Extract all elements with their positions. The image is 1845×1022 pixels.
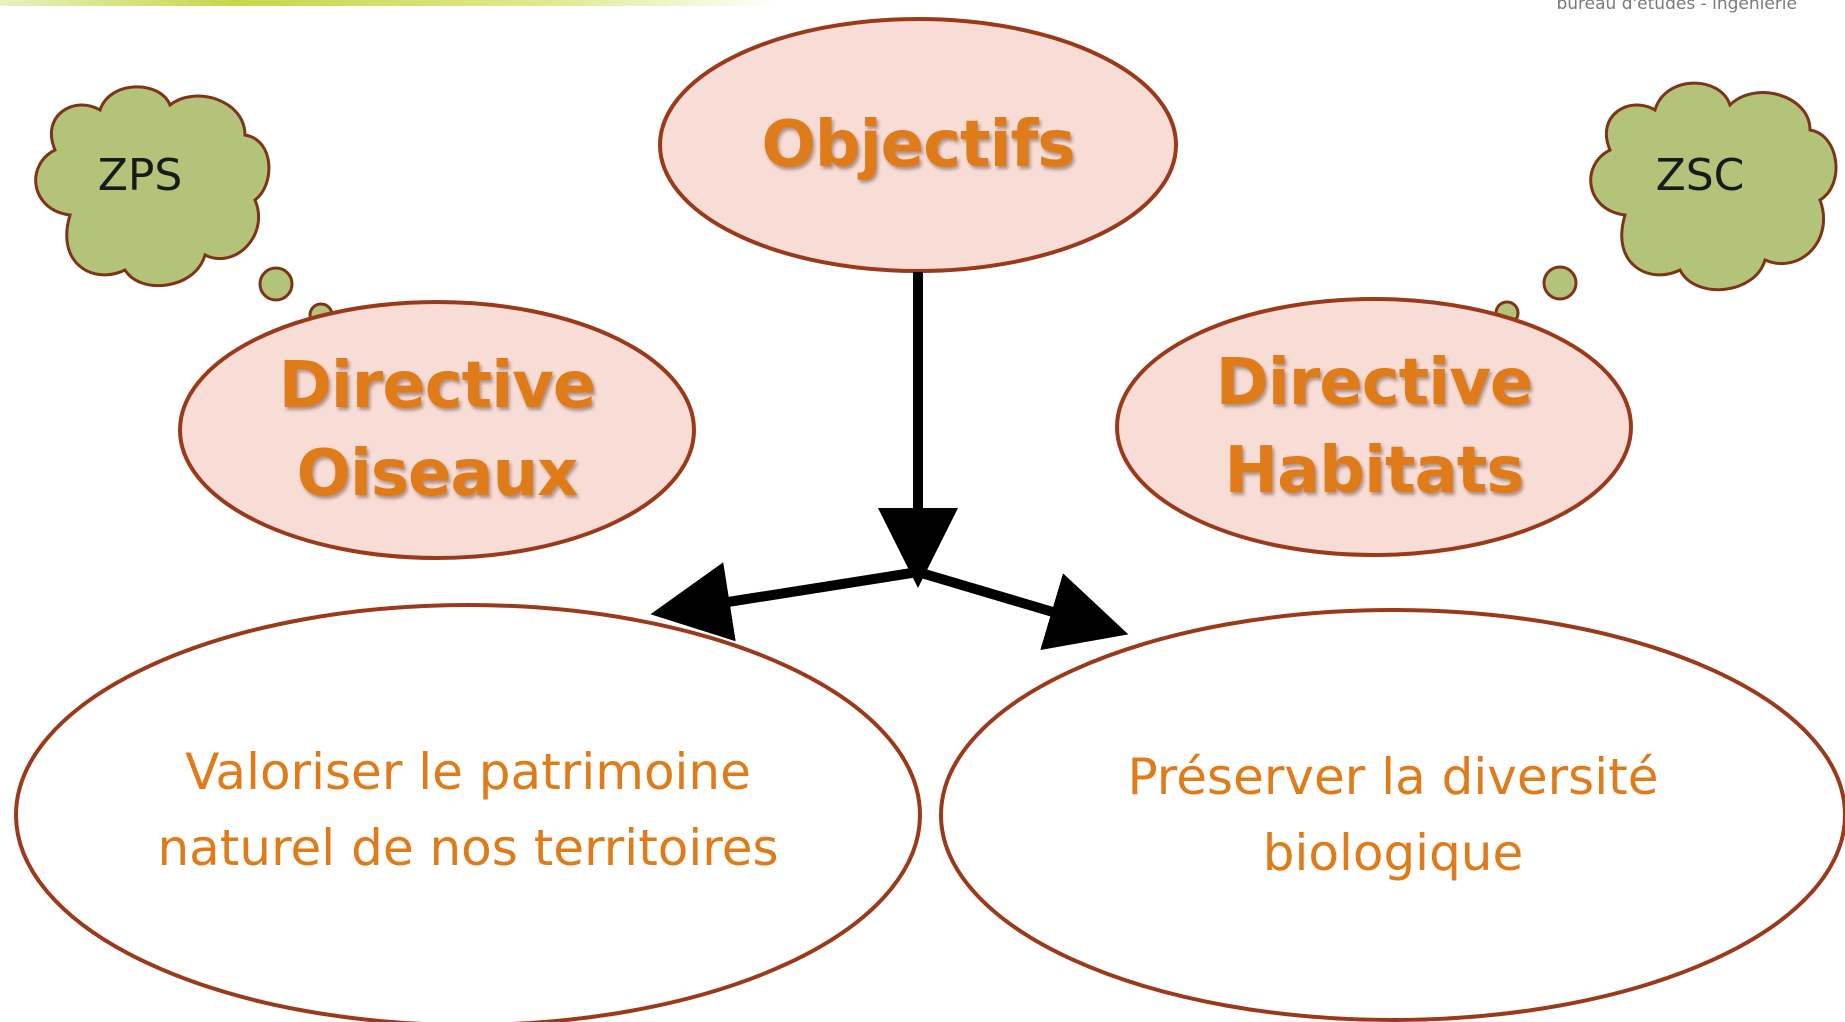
thought-bubble-large <box>258 266 294 302</box>
node-habitats-directive <box>1115 297 1633 557</box>
node-goal-left <box>14 603 922 1022</box>
goal-right-label: Préserver la diversité biologique <box>1127 748 1659 882</box>
company-tagline: bureau d'études - ingénierie <box>1556 0 1797 14</box>
cloud-zsc <box>1459 81 1838 341</box>
thought-bubble-large <box>1542 265 1578 301</box>
goal-left-label: Valoriser le patrimoine naturel de nos t… <box>157 743 779 877</box>
objectives-label: Objectifs <box>761 108 1076 182</box>
birds-directive-label: Directive Oiseaux <box>278 349 597 511</box>
cloud-zps-shape <box>34 85 271 287</box>
header-stripe <box>0 0 780 6</box>
cloud-zsc-label: ZSC <box>1655 149 1745 201</box>
node-birds-directive <box>178 300 696 560</box>
node-goal-right <box>939 608 1845 1022</box>
arrow-to-goal-right <box>916 567 1129 650</box>
arrow-to-goal-left <box>650 562 919 642</box>
cloud-zsc-shape <box>1589 81 1838 292</box>
cloud-zps-label: ZPS <box>97 149 183 201</box>
node-objectives <box>658 17 1178 273</box>
habitats-directive-label: Directive Habitats <box>1215 346 1534 508</box>
cloud-zps <box>34 85 364 345</box>
